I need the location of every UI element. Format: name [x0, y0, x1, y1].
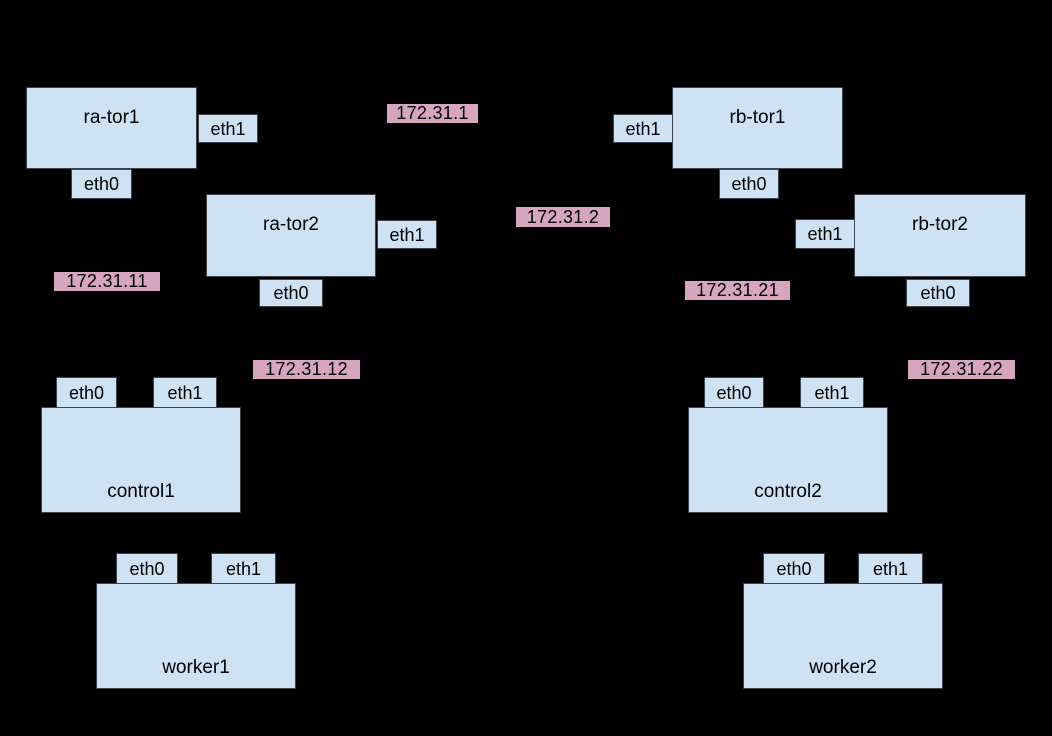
ip-label-172-31-12: 172.31.12 — [253, 360, 360, 379]
port-eth1-control2: eth1 — [800, 377, 864, 408]
port-eth1-ra-tor2: eth1 — [377, 220, 437, 249]
node-control2: control2 — [688, 407, 888, 513]
port-eth1-rb-tor2: eth1 — [795, 219, 855, 249]
port-eth0-worker1: eth0 — [116, 553, 178, 584]
port-eth0-worker2: eth0 — [763, 553, 825, 584]
node-label-worker1: worker1 — [162, 657, 230, 678]
port-eth0-ra-tor2: eth0 — [259, 279, 323, 307]
node-label-ra-tor2: ra-tor2 — [263, 214, 319, 235]
ip-label-172-31-2: 172.31.2 — [516, 207, 610, 227]
port-eth1-control1: eth1 — [153, 377, 217, 408]
port-eth0-rb-tor1: eth0 — [719, 169, 779, 199]
ip-label-172-31-21: 172.31.21 — [685, 281, 790, 300]
node-label-rb-tor1: rb-tor1 — [729, 107, 786, 128]
port-eth0-control1: eth0 — [56, 377, 117, 408]
node-control1: control1 — [41, 407, 241, 513]
node-ra-tor1: ra-tor1 — [26, 87, 197, 169]
node-ra-tor2: ra-tor2 — [206, 194, 376, 277]
node-rb-tor2: rb-tor2 — [854, 194, 1026, 277]
port-eth1-rb-tor1: eth1 — [613, 114, 673, 143]
ip-label-172-31-1: 172.31.1 — [387, 104, 478, 123]
node-worker2: worker2 — [743, 583, 943, 689]
node-label-rb-tor2: rb-tor2 — [912, 214, 968, 235]
node-label-control2: control2 — [754, 481, 822, 502]
port-eth0-ra-tor1: eth0 — [71, 169, 132, 199]
ip-label-172-31-11: 172.31.11 — [54, 272, 160, 291]
port-eth1-worker1: eth1 — [211, 553, 276, 584]
node-label-worker2: worker2 — [809, 657, 877, 678]
port-eth1-worker2: eth1 — [858, 553, 923, 584]
node-label-control1: control1 — [107, 481, 175, 502]
port-eth0-control2: eth0 — [704, 377, 764, 408]
node-worker1: worker1 — [96, 583, 296, 689]
ip-label-172-31-22: 172.31.22 — [908, 360, 1015, 379]
node-label-ra-tor1: ra-tor1 — [83, 107, 140, 128]
port-eth0-rb-tor2: eth0 — [906, 279, 970, 307]
node-rb-tor1: rb-tor1 — [672, 87, 843, 169]
port-eth1-ra-tor1: eth1 — [198, 114, 258, 143]
